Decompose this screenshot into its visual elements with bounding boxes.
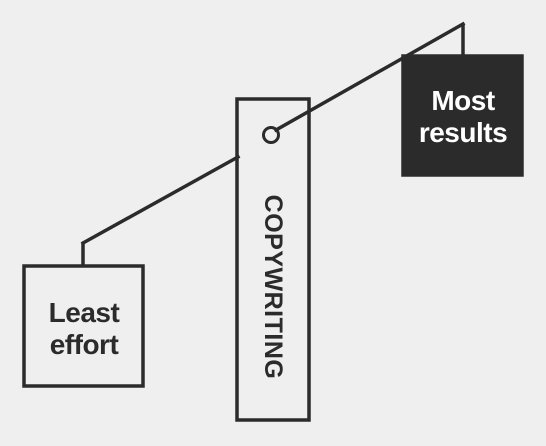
left-weight-box: [22, 264, 145, 388]
left-weight-label-line2: effort: [50, 329, 119, 360]
left-weight-label-line1: Least: [49, 297, 120, 328]
beam-right-segment: [273, 21, 466, 133]
pivot-circle-icon: [262, 126, 280, 144]
fulcrum-label: COPYWRITING: [259, 195, 287, 380]
right-weight-label-line1: Most: [431, 85, 495, 116]
fulcrum-box: [235, 97, 311, 422]
beam-left-segment: [80, 154, 241, 246]
right-weight-label-line2: results: [419, 117, 507, 148]
right-weight-box: [401, 54, 524, 177]
